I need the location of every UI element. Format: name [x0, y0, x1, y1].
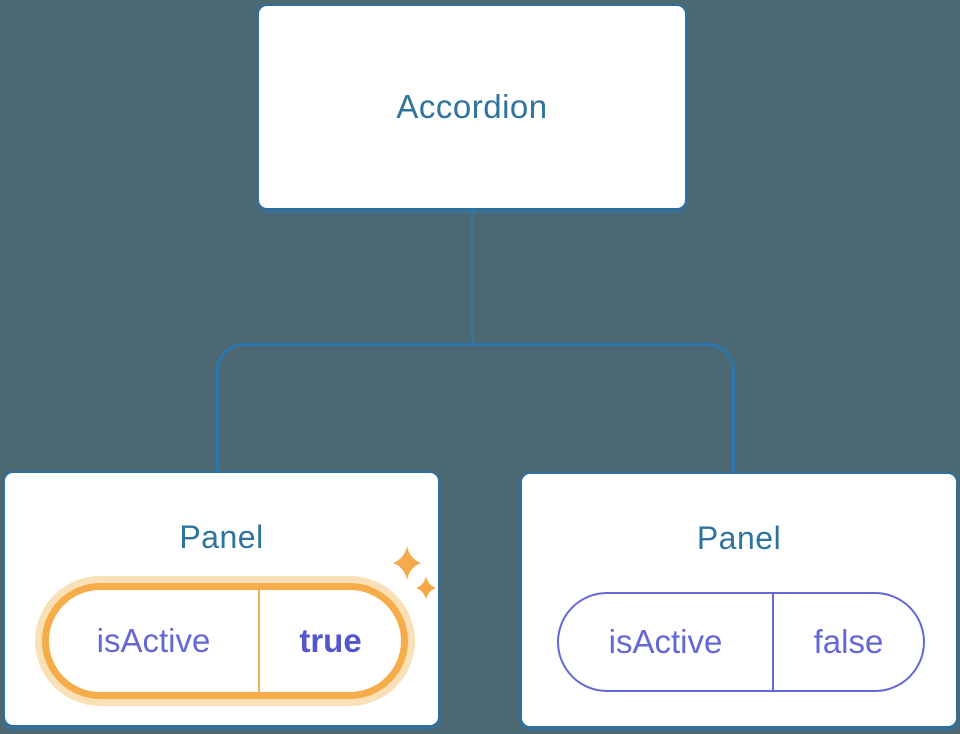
- prop-name: isActive: [608, 623, 723, 660]
- connector-branch-bracket: [216, 343, 735, 472]
- prop-value: false: [772, 594, 923, 690]
- accordion-node-label: Accordion: [396, 88, 548, 125]
- panel-node-inactive: Panel isActive false: [520, 472, 958, 728]
- prop-pill-inactive: isActive false: [557, 592, 925, 692]
- accordion-node: Accordion: [257, 4, 687, 210]
- panel-node-label: Panel: [179, 519, 264, 555]
- sparkles-icon: [393, 546, 436, 600]
- connector-trunk-line: [471, 210, 474, 344]
- prop-name: isActive: [96, 622, 211, 659]
- panel-node-label: Panel: [696, 520, 782, 556]
- prop-pill-active: isActive true: [42, 583, 408, 699]
- panel-node-active: Panel isActive true: [3, 471, 440, 727]
- prop-value: true: [258, 590, 401, 692]
